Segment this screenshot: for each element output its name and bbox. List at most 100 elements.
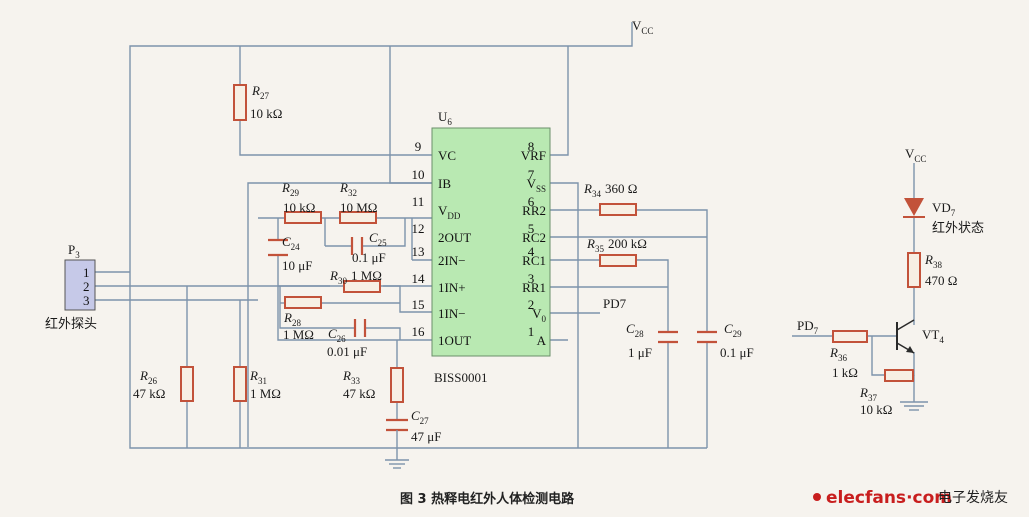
resistor-r35	[599, 254, 637, 267]
ic-pin-number: 4	[528, 244, 535, 259]
resistor-r38	[907, 252, 921, 288]
value-r36: 1 kΩ	[832, 365, 858, 380]
ic-pin-number: 13	[412, 244, 425, 259]
capacitors	[268, 237, 717, 440]
label-r36: R36	[829, 345, 847, 363]
ic-pin-name: RC1	[522, 253, 546, 268]
ic-pin-name: RR1	[522, 280, 546, 295]
resistor-r36	[832, 330, 868, 343]
ic-pin-name: VDD	[438, 203, 461, 221]
resistor-r27	[233, 84, 247, 121]
ic-pin-name: 1OUT	[438, 333, 471, 348]
label-r38: R38	[924, 252, 942, 270]
label-r32: R32	[339, 180, 357, 198]
label-c24: C24	[282, 234, 300, 252]
value-r29: 10 kΩ	[283, 200, 315, 215]
ic-pin-name: RC2	[522, 230, 546, 245]
label-c29: C29	[724, 321, 742, 339]
ic-pin-name: VRF	[521, 148, 546, 163]
component-labels: R27 10 kΩ R29 10 kΩ R32 10 MΩ C24 10 μF …	[133, 83, 984, 444]
vcc-label: VCC	[632, 18, 653, 36]
resistor-r28	[284, 296, 322, 309]
ic-pin-number: 3	[528, 271, 535, 286]
ic-pin-name: 1IN+	[438, 280, 466, 295]
ground-symbol-right	[900, 401, 928, 411]
value-r37: 10 kΩ	[860, 402, 892, 417]
capacitor-c24	[268, 238, 288, 257]
ic-pin-name: 1IN−	[438, 306, 466, 321]
ic-pin-number: 7	[528, 167, 535, 182]
value-r31: 1 MΩ	[250, 386, 281, 401]
label-r37: R37	[859, 385, 877, 403]
label-r29: R29	[281, 180, 299, 198]
label-c28: C28	[626, 321, 644, 339]
watermark-brand: elecfans·com	[826, 488, 952, 508]
label-r28: R28	[283, 310, 301, 328]
resistor-r30	[343, 280, 381, 293]
label-c25: C25	[369, 230, 387, 248]
resistors	[180, 84, 921, 403]
ic-pin-number: 14	[412, 271, 426, 286]
ic-pin-name: VSS	[527, 176, 546, 194]
ic-pin-number: 16	[412, 324, 426, 339]
net-pd7-input: PD7	[797, 318, 819, 336]
capacitor-c29	[697, 330, 717, 344]
ic-pin-name: IB	[438, 176, 451, 191]
ic-part-name: BISS0001	[434, 370, 487, 385]
ic-pin-number: 11	[412, 194, 425, 209]
ic-pin-number: 5	[528, 221, 535, 236]
capacitor-c27	[386, 418, 408, 440]
ic-pin-name: RR2	[522, 203, 546, 218]
capacitor-c26	[353, 319, 367, 337]
ic-pin-number: 12	[412, 221, 425, 236]
ic-pin-number: 15	[412, 297, 425, 312]
value-vd7: 红外状态	[932, 220, 984, 235]
ic-pin-name: 2IN−	[438, 253, 466, 268]
probe-p3: 1 2 3 P3 红外探头	[45, 242, 97, 331]
net-pd7: PD7	[603, 296, 627, 311]
value-c26: 0.01 μF	[327, 344, 367, 359]
label-r33: R33	[342, 368, 360, 386]
capacitor-c28	[658, 330, 678, 344]
ic-pin-number: 10	[412, 167, 425, 182]
figure-caption: 图 3 热释电红外人体检测电路	[400, 491, 575, 507]
label-r27: R27	[251, 83, 269, 101]
label-r31: R31	[249, 368, 267, 386]
ic-pin-name: VC	[438, 148, 456, 163]
value-r33: 47 kΩ	[343, 386, 375, 401]
ic-pin-number: 2	[528, 297, 535, 312]
ic-pin-name: 2OUT	[438, 230, 471, 245]
resistor-r31	[233, 366, 247, 402]
led-vd7	[903, 198, 925, 218]
resistor-r26	[180, 366, 194, 402]
wires	[95, 22, 915, 460]
capacitor-c25	[350, 237, 364, 255]
transistor-vt4	[896, 319, 915, 354]
ic-pin-number: 9	[415, 139, 422, 154]
resistor-r29	[284, 211, 322, 224]
probe-pin-2: 2	[83, 279, 90, 294]
value-r28: 1 MΩ	[283, 327, 314, 342]
watermark-chinese: 电子发烧友	[938, 490, 1008, 506]
resistor-r37	[884, 369, 914, 382]
value-r32: 10 MΩ	[340, 200, 377, 215]
ic-biss0001: U6 BISS0001	[431, 109, 551, 385]
ic-pin-name: A	[537, 333, 547, 348]
probe-label: 红外探头	[45, 316, 97, 331]
resistor-r33	[390, 367, 404, 403]
label-c27: C27	[411, 408, 429, 426]
value-c25: 0.1 μF	[352, 250, 386, 265]
label-r26: R26	[139, 368, 157, 386]
vcc-right-label: VCC	[905, 146, 926, 164]
value-c27: 47 μF	[411, 429, 441, 444]
ic-pin-number: 1	[528, 324, 535, 339]
ic-designator: U6	[438, 109, 452, 127]
value-c29: 0.1 μF	[720, 345, 754, 360]
probe-designator: P3	[68, 242, 80, 260]
label-c26: C26	[328, 326, 346, 344]
